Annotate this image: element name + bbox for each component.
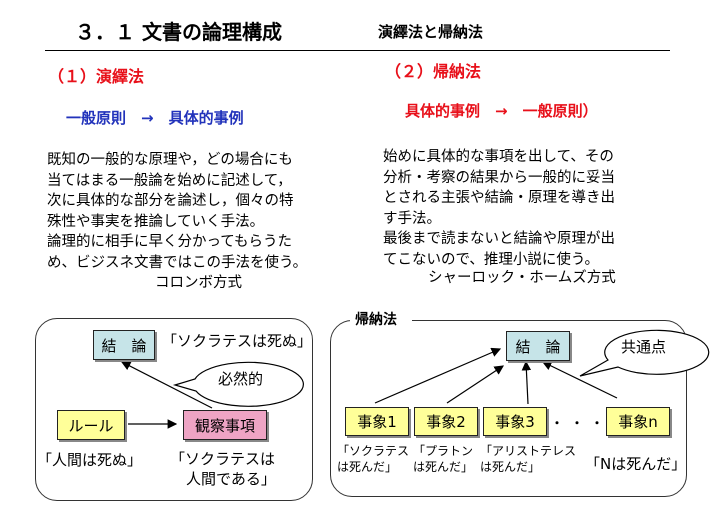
ellipsis-dots: ・ ・ ・	[551, 416, 603, 430]
text-line: す手法。	[383, 210, 441, 227]
text-line: 「ソクラテス	[337, 444, 410, 458]
text-line: 論理的に相手に早く分かってもらうた	[47, 234, 293, 250]
necessity-bubble	[172, 361, 304, 407]
text-line: てこないので、推理小説に使う。	[383, 251, 600, 268]
rule-quote: 「人間は死ぬ」	[37, 451, 143, 469]
case-box-1: 事象1	[345, 407, 409, 436]
case-quote-2: 「プラトン は死んだ」	[413, 443, 473, 475]
case-quote-1: 「ソクラテス は死んだ」	[337, 443, 409, 475]
induction-flow: 具体的事例 → 一般原則）	[405, 102, 598, 120]
case-quote-n: 「Nは死んだ」	[585, 455, 687, 473]
deduction-method: コロンボ方式	[155, 275, 242, 291]
induction-method: シャーロック・ホームズ方式	[428, 270, 616, 286]
common-point-bubble	[579, 329, 710, 377]
text-line: 次に具体的な部分を論述し，個々の特	[47, 193, 294, 209]
deduction-flow: 一般原則 → 具体的事例	[66, 109, 244, 127]
text-line: 「プラトン	[413, 444, 474, 458]
text-line: 既知の一般的な原理や，どの場合にも	[47, 152, 293, 168]
deduction-description: 既知の一般的な原理や，どの場合にも 当てはまる一般論を始めに記述して， 次に具体…	[47, 150, 307, 273]
case3-arrow	[521, 360, 532, 405]
text-line: 当てはまる一般論を始めに記述して，	[47, 172, 292, 189]
rule-box: ルール	[57, 410, 125, 440]
page-title: ３．１ 文書の論理構成	[75, 20, 282, 44]
text-line: 始めに具体的な事項を出して、その	[383, 149, 614, 165]
observation-to-conclusion-arrow	[120, 361, 213, 409]
common-point-label: 共通点	[621, 338, 667, 356]
text-line: 分析・考察の結果から一般的に妥当	[383, 169, 615, 186]
deduction-diagram-frame	[35, 318, 313, 501]
text-line: とされる主張や結論・原理を導き出	[383, 190, 615, 206]
induction-description: 始めに具体的な事項を出して、その 分析・考察の結果から一般的に妥当 とされる主張…	[383, 147, 615, 270]
case2-arrow	[446, 365, 505, 404]
deduction-conclusion-box: 結 論	[93, 330, 155, 360]
casen-arrow	[541, 361, 618, 399]
text-line: 「ソクラテスは	[170, 450, 276, 468]
necessity-label: 必然的	[218, 370, 264, 388]
title-divider	[45, 50, 670, 51]
text-line: め、ビジスネ文書ではこの手法を使う。	[47, 254, 308, 271]
induction-conclusion-box: 結 論	[506, 331, 570, 361]
text-line: 人間である」	[186, 470, 276, 488]
text-line: 最後まで読まないと結論や原理が出	[383, 231, 615, 247]
text-line: 殊性や事実を推論していく手法。	[47, 213, 265, 230]
case1-arrow	[374, 347, 502, 404]
observation-box: 観察事項	[183, 410, 267, 440]
induction-diagram-label: 帰納法	[355, 312, 397, 328]
page-subtitle: 演繹法と帰納法	[378, 23, 484, 41]
induction-heading: （２）帰納法	[385, 62, 482, 81]
text-line: は死んだ」	[413, 460, 474, 474]
conclusion-quote: 「ソクラテスは死ぬ」	[162, 332, 313, 350]
case-quote-3: 「アリストテレス は死んだ」	[480, 443, 576, 475]
deduction-heading: （１）演繹法	[48, 67, 145, 86]
text-line: 「アリストテレス	[480, 444, 577, 458]
observation-quote: 「ソクラテスは 人間である」	[170, 449, 276, 489]
case-box-2: 事象2	[414, 407, 478, 436]
induction-diagram-frame	[330, 320, 687, 497]
case-box-n: 事象n	[606, 407, 670, 436]
case-box-3: 事象3	[483, 407, 547, 436]
text-line: は死んだ」	[480, 460, 541, 474]
text-line: は死んだ」	[337, 460, 398, 474]
